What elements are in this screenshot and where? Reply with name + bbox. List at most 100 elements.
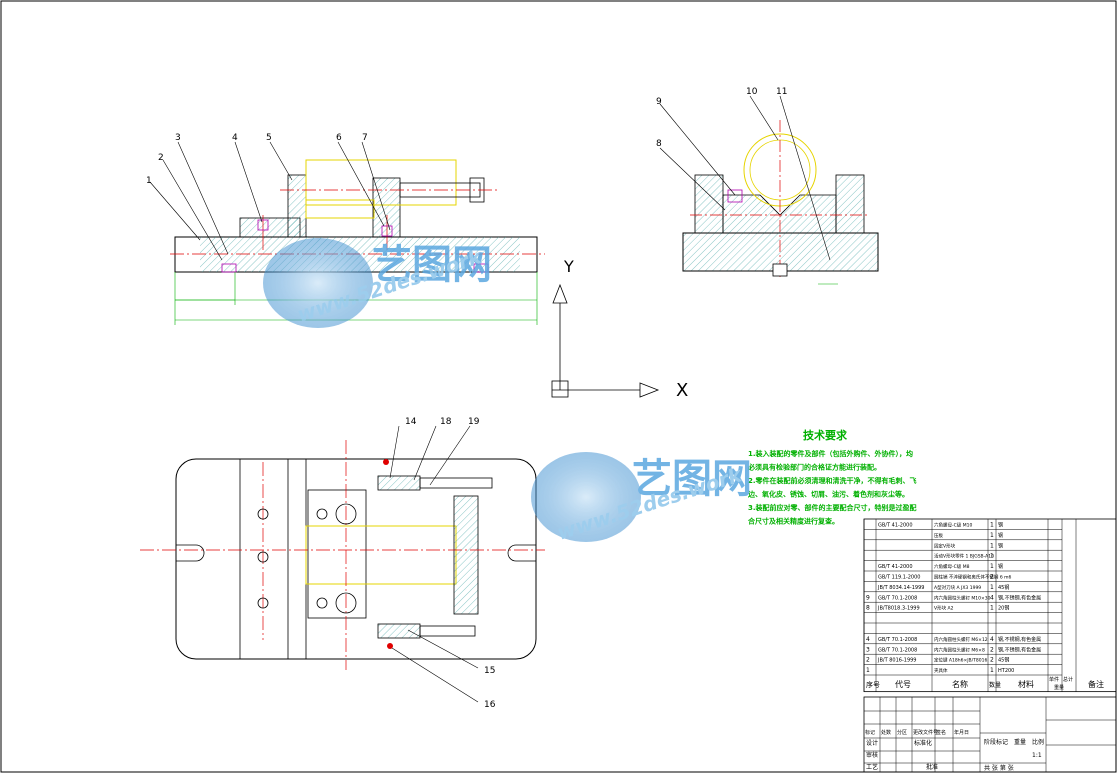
workpiece-yellow	[305, 159, 457, 206]
bom-header-mat: 材料	[1018, 679, 1034, 689]
bom-name: 六角螺母-C级 M8	[934, 563, 970, 570]
bom-seq: 4	[866, 636, 870, 643]
tb-field: 处数	[881, 729, 891, 736]
tb-stage: 阶段标记	[984, 738, 1008, 746]
bom-header-name: 名称	[952, 679, 968, 689]
bom-name: 压板	[934, 532, 943, 539]
bom-code: GB/T 70.1-2008	[878, 637, 917, 643]
tech-req-line: 2.零件在装配前必须清理和清洗干净，不得有毛刺、飞	[748, 476, 917, 485]
part-label-3: 3	[175, 133, 181, 143]
bom-mat: 钢	[998, 563, 1003, 570]
bom-code: JB/T 8016-1999	[877, 658, 917, 664]
watermark-logo: 艺图网	[372, 242, 492, 288]
bom-name: 活动V形块零件 1 BJGSB-A10	[934, 553, 994, 560]
bom-code: GB/T 70.1-2008	[878, 595, 917, 601]
bom-code: JB/T 8034.14-1999	[877, 585, 924, 591]
bom-name: 圆柱销 不淬硬钢和奥氏体不锈钢 6 m6	[934, 574, 1012, 581]
bom-header-note: 备注	[1088, 679, 1104, 689]
side-view	[659, 95, 879, 285]
bom-code: JB/T8018.3-1999	[877, 606, 920, 612]
bom-mat: 钢,不锈钢,有色金属	[998, 646, 1041, 653]
tb-field: 年月日	[954, 729, 969, 736]
top-view	[140, 425, 545, 703]
bom-name: 夹具体	[934, 667, 948, 674]
bom-name: 六角螺母-C级 M10	[934, 522, 972, 529]
tech-req-line: 1.装入装配的零件及部件（包括外购件、外协件），均	[748, 449, 913, 458]
tb-role: 设计	[866, 739, 878, 747]
tb-approve: 批准	[926, 763, 938, 771]
bom-header-weight: 重量	[1054, 684, 1064, 691]
tech-req-line: 必须具有检验部门的合格证方能进行装配。	[747, 463, 881, 472]
watermark-logo-2: 艺图网	[632, 456, 752, 502]
bom-code: GB/T 41-2000	[878, 564, 913, 570]
bom-mat: 钢	[998, 542, 1003, 549]
ucs-axis-symbol	[551, 283, 660, 398]
bom-seq: 1	[866, 667, 870, 674]
part-label-6: 6	[336, 133, 342, 143]
bom-name: A型对刀块 A JX3 1999	[934, 584, 981, 591]
bom-mat: 20钢	[998, 605, 1009, 612]
tb-field: 更改文件号	[913, 729, 938, 736]
tech-req-line: 合尺寸及相关精度进行复查。	[747, 517, 839, 526]
bom-name: 固定V形块	[934, 542, 956, 549]
bom-mat: 钢	[998, 532, 1003, 539]
bom-qty: 4	[990, 594, 994, 601]
bom-qty: 2	[990, 646, 994, 653]
bom-header-qty: 数量	[989, 681, 1001, 689]
bom-seq: 8	[866, 605, 870, 612]
bom-code: GB/T 70.1-2008	[878, 647, 917, 653]
bom-qty: 1	[990, 542, 994, 549]
bom-mat: 钢,不锈钢,有色金属	[998, 636, 1041, 643]
tb-scale-value: 1:1	[1032, 752, 1042, 759]
part-label-5: 5	[266, 133, 272, 143]
tb-weight: 重量	[1014, 738, 1026, 746]
tech-req-line: 边、氧化皮、锈蚀、切屑、油污、着色剂和灰尘等。	[747, 490, 909, 499]
bom-mat: 钢	[998, 522, 1003, 529]
bom-qty: 1	[990, 584, 994, 591]
part-label-18: 18	[440, 417, 452, 427]
part-label-11: 11	[776, 87, 787, 97]
bom-name: 定位键 A18h6×JB/T8016	[934, 657, 987, 664]
bom-mat: 钢,不锈钢,有色金属	[998, 594, 1041, 601]
tb-role: 工艺	[866, 763, 878, 771]
tb-field: 标记	[865, 729, 875, 736]
bom-mat: 45钢	[998, 657, 1009, 664]
bom-name: 内六角圆柱头螺钉 M6×8	[934, 646, 985, 653]
part-label-8: 8	[656, 139, 662, 149]
bom-name: 内六角圆柱头螺钉 M6×12	[934, 636, 988, 643]
axis-x-label: X	[676, 380, 688, 401]
bom-seq: 2	[866, 657, 870, 664]
bom-name: V形块 A2	[934, 605, 954, 612]
part-label-4: 4	[232, 133, 238, 143]
part-label-15: 15	[484, 666, 495, 676]
tb-scale: 比例	[1032, 738, 1044, 746]
bom-qty: 1	[990, 605, 994, 612]
part-label-1: 1	[146, 176, 152, 186]
bom-header-code: 代号	[895, 679, 911, 689]
bom-qty: 4	[990, 636, 994, 643]
tb-role: 审核	[866, 751, 878, 759]
part-label-7: 7	[362, 133, 368, 143]
bom-qty: 1	[990, 563, 994, 570]
bom-header-total: 总计	[1063, 676, 1073, 683]
bom-code: GB/T 41-2000	[878, 523, 913, 529]
axis-y-label: Y	[563, 257, 574, 276]
part-label-14: 14	[405, 417, 417, 427]
part-label-10: 10	[746, 87, 758, 97]
part-label-19: 19	[468, 417, 480, 427]
bom-qty: 2	[990, 574, 994, 581]
tb-sheets: 共 张 第 张	[984, 764, 1014, 772]
